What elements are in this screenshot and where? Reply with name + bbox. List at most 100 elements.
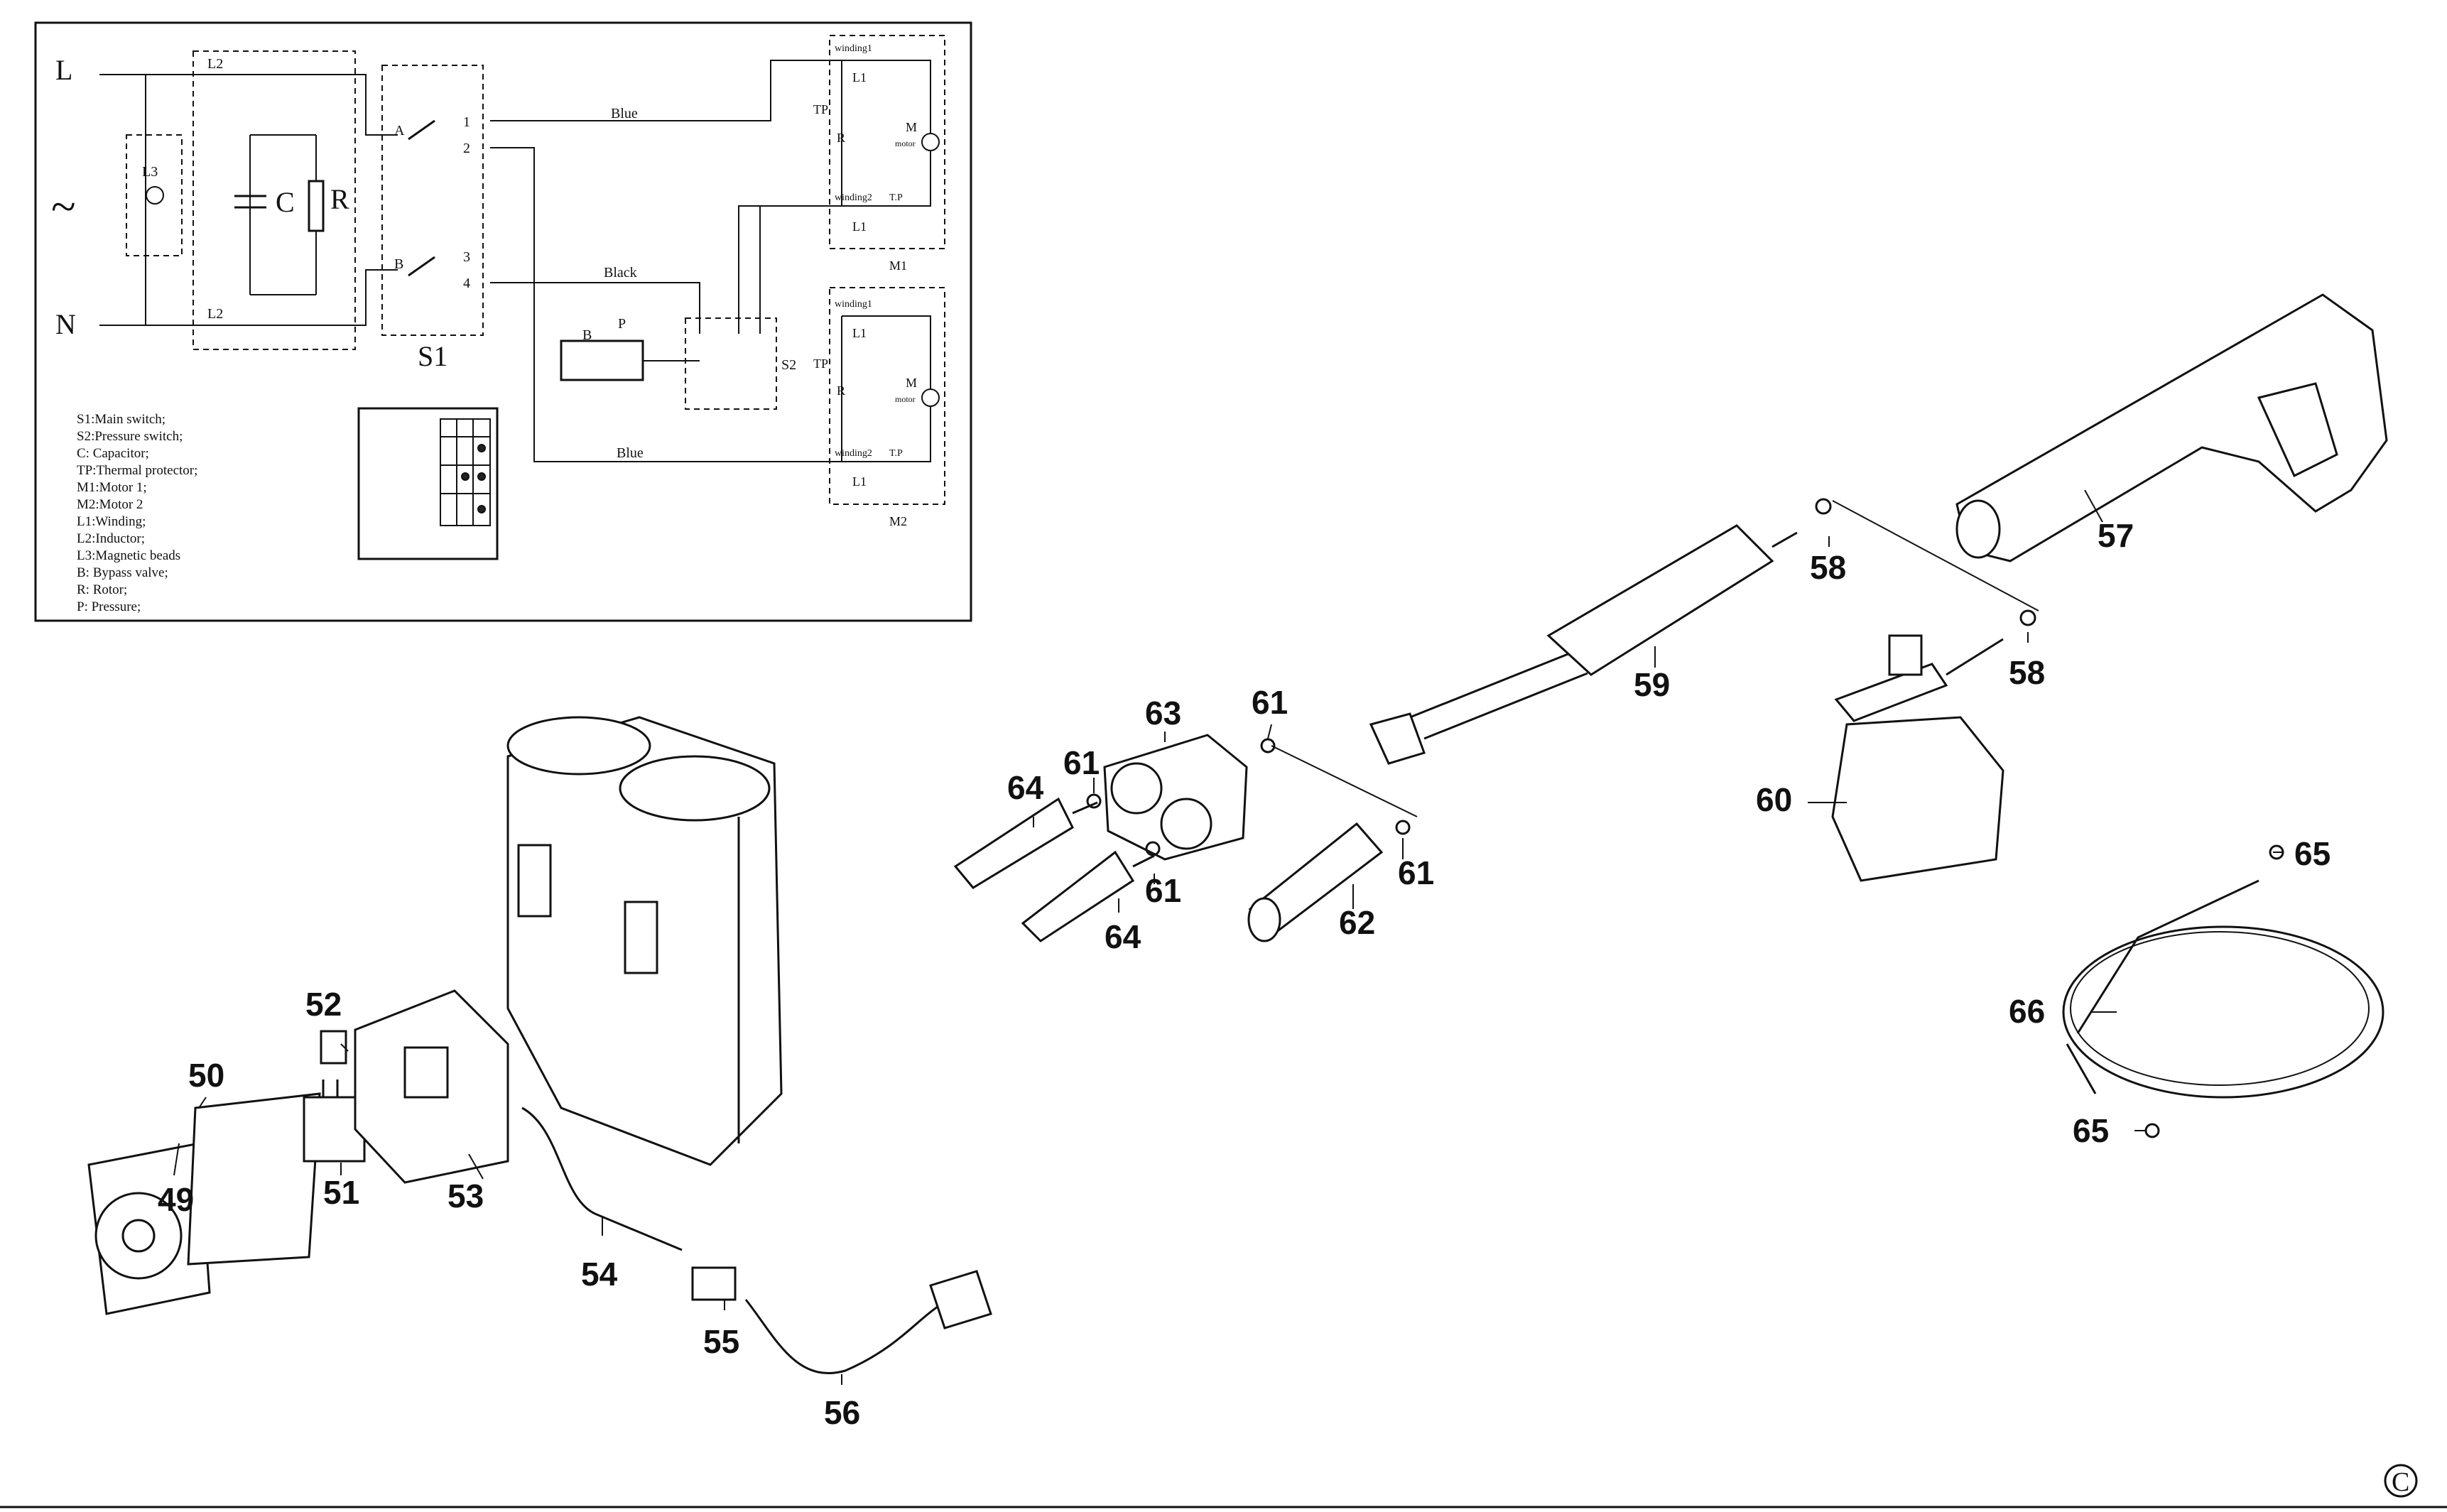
s1-a-label: A — [394, 123, 405, 138]
m1-winding1: winding1 — [835, 43, 872, 54]
black-wire — [490, 282, 700, 334]
legend-item: L3:Magnetic beads — [77, 548, 180, 563]
table-dot — [477, 472, 486, 481]
callout-55: 55 — [703, 1323, 739, 1360]
mains-n-label: N — [55, 308, 76, 340]
callout-59: 59 — [1634, 666, 1670, 703]
wiring-schematic: L N ~ L3 L2 L2 C R A B 1 2 3 4 S1 Blue B… — [34, 21, 972, 622]
mains-l-label: L — [55, 54, 72, 86]
part-61-o-ring — [1145, 841, 1161, 856]
black-wire-label: Black — [604, 265, 637, 281]
part-57-trigger-gun — [1955, 293, 2388, 562]
legend-item: S2:Pressure switch; — [77, 429, 183, 444]
part-66-hose — [2062, 879, 2384, 1099]
s1-box — [381, 65, 484, 336]
s2-box — [685, 317, 777, 410]
legend-item: R: Rotor; — [77, 582, 127, 597]
callout-64-upper: 64 — [1007, 769, 1044, 806]
capacitor-label: C — [276, 186, 295, 218]
callout-57: 57 — [2098, 517, 2134, 554]
mains-wires — [99, 74, 210, 326]
assembly-line — [1271, 745, 1418, 817]
switch-table — [357, 407, 499, 560]
callout-61-c: 61 — [1145, 872, 1181, 909]
part-58-o-ring — [1815, 498, 1832, 515]
s2-to-motor-wires — [738, 205, 842, 334]
callout-58-lower: 58 — [2009, 654, 2045, 691]
terminal-2: 2 — [463, 141, 470, 156]
bypass-valve — [560, 339, 644, 381]
capacitor-plates — [234, 195, 266, 209]
table-dot — [461, 472, 470, 481]
part-50-gasket — [187, 1092, 321, 1266]
legend-item: B: Bypass valve; — [77, 565, 168, 580]
m2-winding1: winding1 — [835, 299, 872, 310]
legend-item: L1:Winding; — [77, 514, 146, 529]
pressure-p-label: P — [618, 316, 626, 332]
callout-62: 62 — [1339, 904, 1375, 941]
leader-lines — [173, 489, 2284, 1385]
terminal-4: 4 — [463, 276, 470, 291]
callout-60: 60 — [1756, 781, 1792, 818]
m2-tp: TP — [813, 357, 828, 371]
legend-item: M1:Motor 1; — [77, 480, 147, 495]
motor1-symbol — [921, 133, 940, 151]
callout-53: 53 — [447, 1177, 484, 1214]
callout-52: 52 — [305, 986, 342, 1023]
callout-66: 66 — [2009, 993, 2045, 1030]
s2-label: S2 — [781, 357, 796, 373]
s1-switch-blades — [408, 119, 435, 277]
part-60-detergent-bottle — [1831, 634, 2004, 882]
l3-bead — [146, 186, 164, 205]
legend-item: P: Pressure; — [77, 599, 141, 614]
part-55-strain-relief — [691, 1266, 737, 1301]
m2-label: M2 — [889, 514, 907, 528]
l2-top-label: L2 — [207, 56, 223, 72]
motor2-wires — [841, 315, 931, 462]
callout-63: 63 — [1145, 695, 1181, 731]
part-61-o-ring — [1260, 738, 1276, 754]
part-65-o-ring — [2144, 1123, 2160, 1138]
part-58-o-ring — [2019, 609, 2036, 626]
callout-64-lower: 64 — [1105, 918, 1141, 955]
callout-61-b: 61 — [1063, 744, 1100, 781]
s1-b-label: B — [394, 256, 403, 272]
filter-wires — [210, 74, 355, 326]
callout-54: 54 — [581, 1256, 618, 1293]
s1-label: S1 — [418, 340, 447, 372]
filter-box — [192, 50, 356, 350]
callout-49: 49 — [158, 1181, 194, 1218]
blue-wire-bottom-label: Blue — [617, 445, 644, 461]
legend-item: M2:Motor 2 — [77, 497, 143, 512]
part-64-nozzle-upper — [953, 797, 1098, 889]
terminal-3: 3 — [463, 249, 470, 265]
m1-label: M1 — [889, 259, 907, 273]
legend-item: S1:Main switch; — [77, 412, 166, 427]
part-56-power-cord — [744, 1270, 992, 1374]
motor1-box — [829, 35, 945, 249]
part-59-lance — [1369, 524, 1798, 765]
assembly-line — [1832, 500, 2039, 611]
l2-bottom-label: L2 — [207, 306, 223, 322]
part-64-nozzle-lower — [1021, 850, 1155, 942]
part-53-switch-housing — [354, 989, 509, 1184]
bypass-b-label: B — [582, 327, 592, 343]
part-54-cable — [521, 1106, 683, 1251]
schematic-frame — [34, 21, 972, 622]
motor2-box — [829, 287, 945, 505]
legend-item: TP:Thermal protector; — [77, 463, 197, 478]
m1-l1a: L1 — [852, 70, 867, 85]
part-62-nozzle — [1247, 822, 1384, 942]
m1-l1b: L1 — [852, 219, 867, 234]
s1-input-wires — [355, 74, 398, 326]
callout-61-d: 61 — [1398, 854, 1434, 891]
blue-wire-bottom — [490, 147, 842, 462]
callout-65-upper: 65 — [2294, 835, 2331, 872]
m1-winding2: winding2 — [835, 192, 872, 203]
terminal-1: 1 — [463, 114, 470, 130]
blue-wire-top-label: Blue — [611, 106, 638, 121]
callout-65-lower: 65 — [2073, 1112, 2109, 1149]
part-61-o-ring — [1086, 793, 1102, 809]
